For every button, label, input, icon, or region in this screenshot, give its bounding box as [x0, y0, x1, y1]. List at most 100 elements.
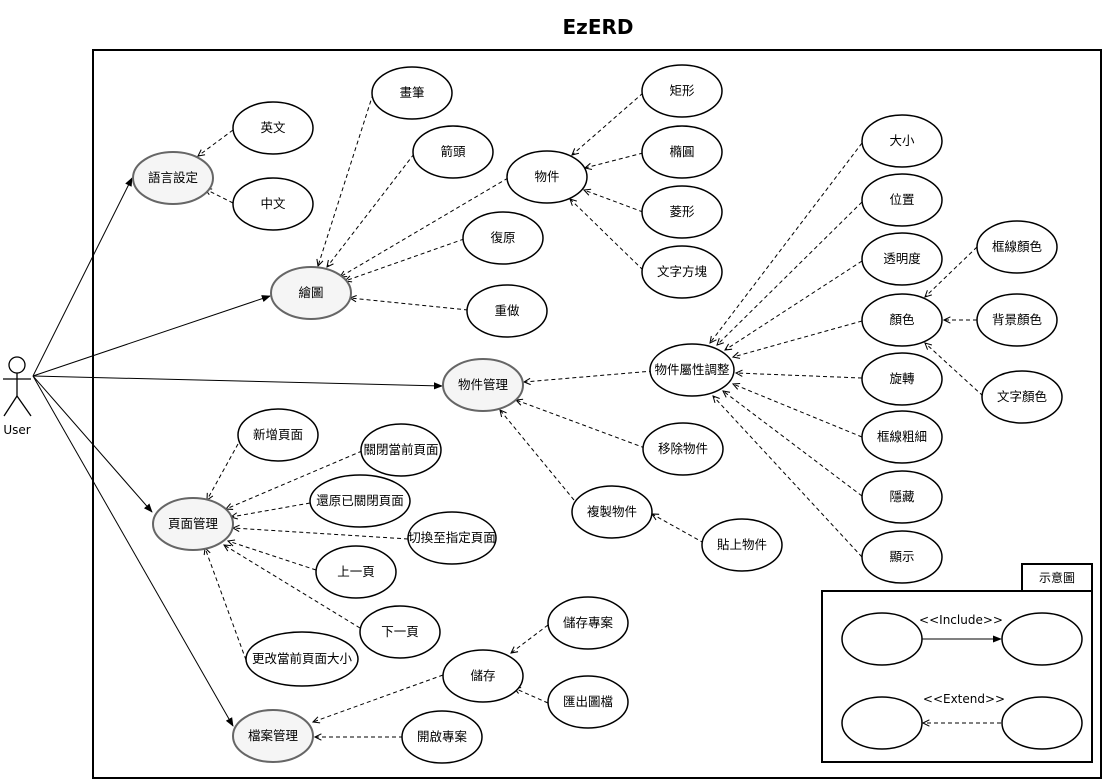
usecase-color: 顏色 [861, 293, 943, 347]
usecase-save: 儲存 [442, 649, 524, 703]
usecase-border-width: 框線粗細 [861, 410, 943, 464]
svg-text:矩形: 矩形 [669, 83, 695, 98]
usecase-show: 顯示 [861, 530, 943, 584]
usecase-ellipse: 橢圓 [641, 125, 723, 179]
usecase-redo: 重做 [466, 284, 548, 338]
usecase-object: 物件 [506, 150, 588, 204]
svg-text:匯出圖檔: 匯出圖檔 [563, 694, 613, 709]
diagram-title: EzERD [563, 15, 634, 39]
actor-user: User [3, 356, 32, 437]
svg-text:旋轉: 旋轉 [889, 371, 915, 386]
relationship-lines [198, 92, 984, 737]
usecase-textbox: 文字方塊 [641, 245, 723, 299]
svg-text:位置: 位置 [889, 192, 914, 207]
svg-text:復原: 復原 [490, 230, 515, 245]
svg-text:開啟專案: 開啟專案 [417, 729, 468, 744]
usecase-english: 英文 [232, 101, 314, 155]
svg-text:透明度: 透明度 [883, 251, 921, 266]
legend-include-label: <<Include>> [919, 613, 1003, 627]
usecase-rotate: 旋轉 [861, 352, 943, 406]
svg-text:箭頭: 箭頭 [440, 144, 466, 159]
svg-text:語言設定: 語言設定 [148, 170, 198, 185]
usecase-size: 大小 [861, 114, 943, 168]
usecase-resize-page: 更改當前頁面大小 [245, 631, 359, 687]
svg-text:切換至指定頁面: 切換至指定頁面 [408, 530, 496, 545]
svg-text:物件管理: 物件管理 [458, 377, 509, 392]
svg-text:儲存專案: 儲存專案 [563, 615, 614, 630]
usecase-diamond: 菱形 [641, 185, 723, 239]
usecase-pen: 畫筆 [371, 66, 453, 120]
svg-text:儲存: 儲存 [470, 668, 495, 683]
usecase-open-project: 開啟專案 [401, 710, 483, 764]
usecase-close-page: 關閉當前頁面 [360, 423, 442, 477]
svg-text:背景顏色: 背景顏色 [992, 312, 1043, 327]
usecase-new-page: 新增頁面 [237, 408, 319, 462]
usecase-next-page: 下一頁 [359, 605, 441, 659]
actor-associations [32, 177, 443, 727]
svg-text:文字方塊: 文字方塊 [657, 264, 708, 279]
svg-text:顯示: 顯示 [889, 549, 914, 564]
usecase-copy-object: 複製物件 [571, 485, 653, 539]
usecase-text-color: 文字顏色 [981, 370, 1063, 424]
use-cases: 語言設定 繪圖 物件管理 頁面管理 檔案管理 英文 中文 [132, 64, 1063, 764]
usecase-arrow: 箭頭 [412, 125, 494, 179]
usecase-switch-page: 切換至指定頁面 [407, 511, 497, 565]
svg-text:英文: 英文 [260, 120, 286, 135]
svg-text:上一頁: 上一頁 [337, 564, 375, 579]
usecase-object-management: 物件管理 [442, 358, 524, 412]
legend-include-target [1001, 612, 1083, 666]
usecase-page-management: 頁面管理 [152, 497, 234, 551]
legend-title: 示意圖 [1039, 570, 1075, 585]
legend: 示意圖 <<Include>> <<Extend>> [821, 563, 1093, 763]
svg-text:下一頁: 下一頁 [381, 624, 419, 639]
svg-text:重做: 重做 [494, 303, 520, 318]
usecase-save-project: 儲存專案 [547, 596, 629, 650]
svg-text:顏色: 顏色 [889, 312, 915, 327]
system-boundary [92, 49, 1102, 779]
svg-text:複製物件: 複製物件 [587, 504, 637, 519]
svg-text:菱形: 菱形 [669, 204, 695, 219]
legend-extend-source [1001, 696, 1083, 750]
usecase-rectangle: 矩形 [641, 64, 723, 118]
svg-text:中文: 中文 [260, 196, 286, 211]
usecase-restore-page: 還原已關閉頁面 [309, 474, 411, 528]
svg-text:頁面管理: 頁面管理 [168, 516, 219, 531]
usecase-undo: 復原 [462, 211, 544, 265]
svg-text:文字顏色: 文字顏色 [997, 389, 1048, 404]
usecase-remove-object: 移除物件 [642, 422, 724, 476]
usecase-position: 位置 [861, 173, 943, 227]
legend-extend-label: <<Extend>> [923, 692, 1005, 706]
actor-label: User [3, 423, 30, 437]
svg-text:橢圓: 橢圓 [669, 144, 694, 159]
usecase-paste-object: 貼上物件 [701, 518, 783, 572]
usecase-export-image: 匯出圖檔 [547, 675, 629, 729]
usecase-previous-page: 上一頁 [315, 545, 397, 599]
usecase-language-settings: 語言設定 [132, 151, 214, 205]
usecase-file-management: 檔案管理 [232, 709, 314, 763]
svg-text:物件屬性調整: 物件屬性調整 [654, 362, 730, 377]
usecase-background-color: 背景顏色 [976, 293, 1058, 347]
svg-text:更改當前頁面大小: 更改當前頁面大小 [252, 651, 353, 666]
legend-extend-target [841, 696, 923, 750]
usecase-object-properties: 物件屬性調整 [649, 343, 735, 397]
svg-text:還原已關閉頁面: 還原已關閉頁面 [316, 493, 404, 508]
usecase-border-color: 框線顏色 [976, 220, 1058, 274]
usecase-opacity: 透明度 [861, 232, 943, 286]
svg-text:移除物件: 移除物件 [658, 441, 708, 456]
svg-text:物件: 物件 [534, 169, 559, 184]
usecase-draw: 繪圖 [270, 266, 352, 320]
svg-text:關閉當前頁面: 關閉當前頁面 [363, 442, 438, 457]
svg-text:框線顏色: 框線顏色 [992, 239, 1043, 254]
svg-text:大小: 大小 [889, 133, 915, 148]
usecase-chinese: 中文 [232, 177, 314, 231]
svg-text:新增頁面: 新增頁面 [253, 427, 303, 442]
svg-text:檔案管理: 檔案管理 [248, 728, 299, 743]
legend-include-source [841, 612, 923, 666]
svg-text:貼上物件: 貼上物件 [717, 537, 767, 552]
svg-text:繪圖: 繪圖 [298, 285, 323, 300]
svg-text:框線粗細: 框線粗細 [877, 429, 927, 444]
svg-text:隱藏: 隱藏 [889, 489, 915, 504]
legend-title-box [1021, 563, 1093, 592]
actor-head [8, 356, 26, 374]
